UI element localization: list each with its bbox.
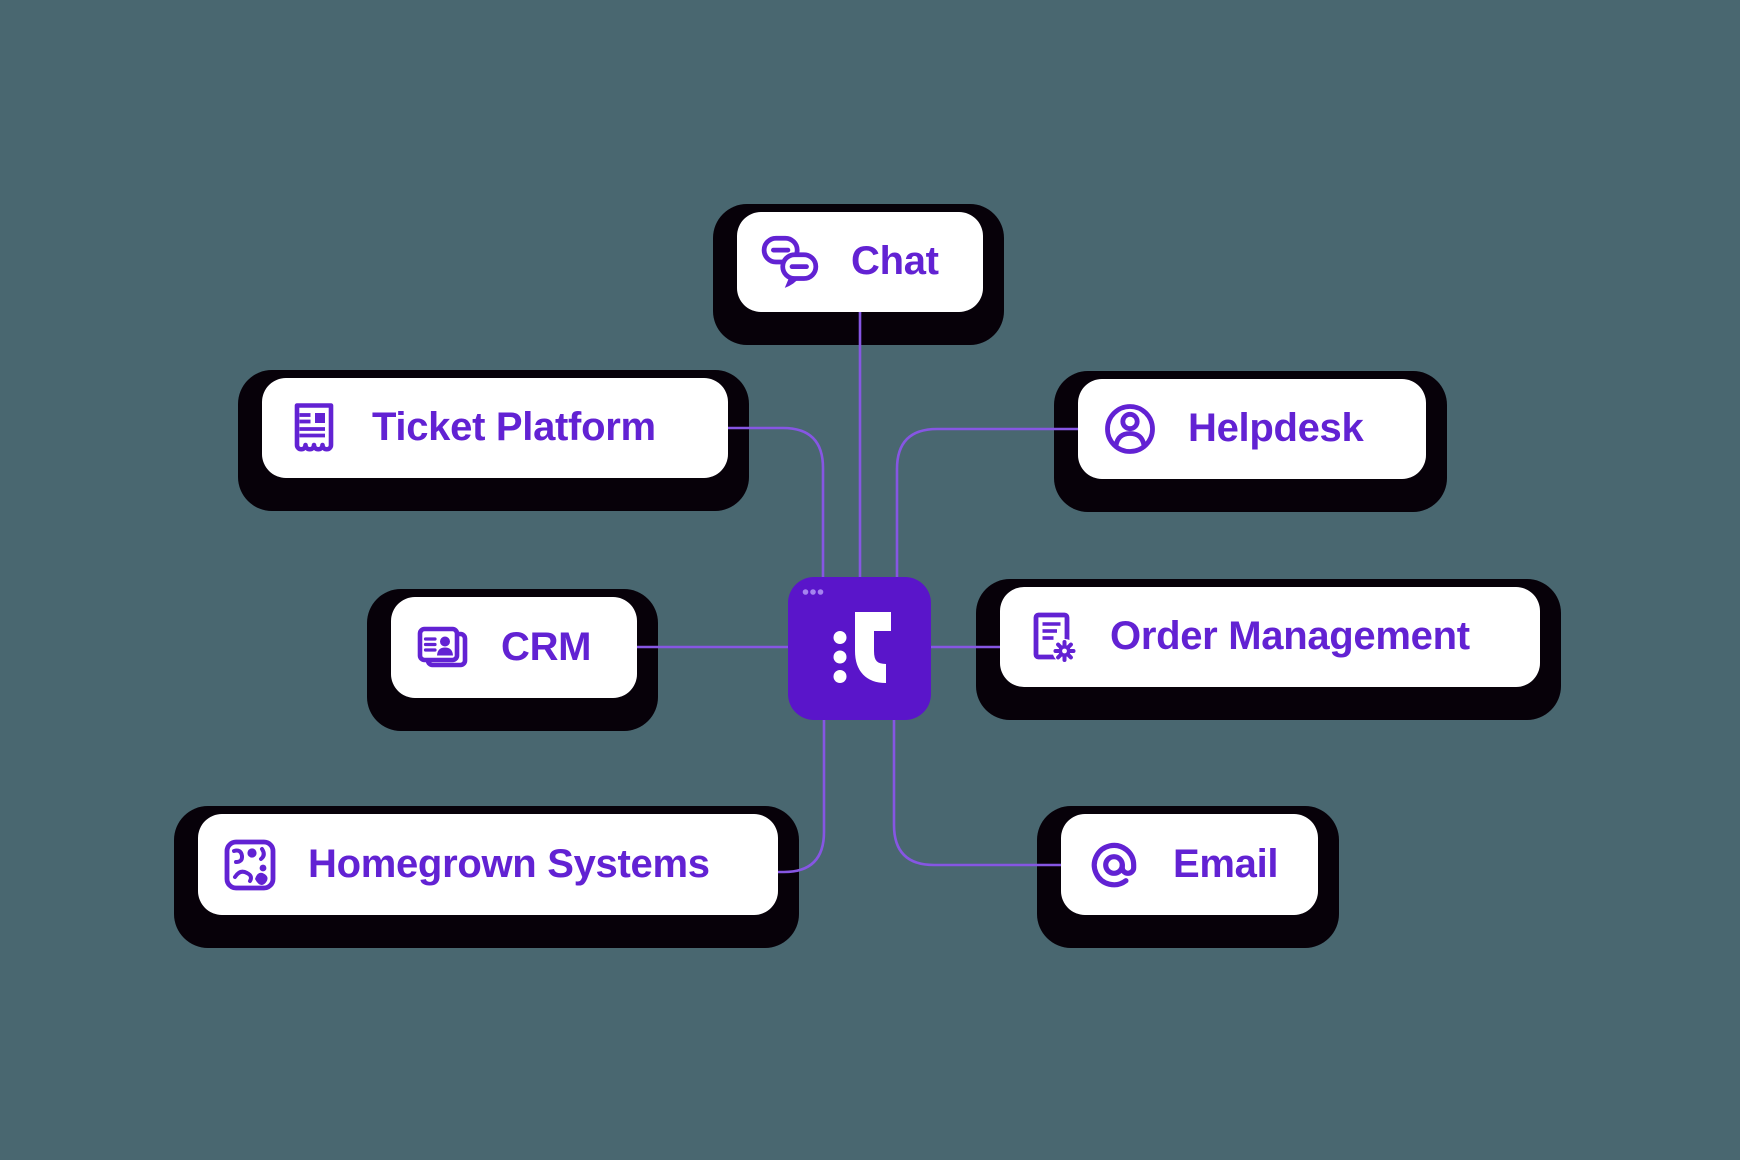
- receipt-ticket-icon: [286, 400, 342, 456]
- document-gear-icon: [1024, 609, 1080, 665]
- t-logo: [802, 589, 891, 683]
- integration-card-order-management: Order Management: [1000, 587, 1540, 687]
- at-sign-icon: [1085, 836, 1143, 894]
- contact-card-icon: [415, 620, 471, 676]
- connector-ticket: [718, 426, 825, 578]
- integration-card-email: Email: [1061, 814, 1318, 915]
- card-label: Chat: [851, 239, 939, 283]
- custom-system-icon: [222, 837, 278, 893]
- logo-t: [855, 612, 891, 683]
- card-label: Ticket Platform: [372, 405, 656, 449]
- integration-card-homegrown-systems: Homegrown Systems: [198, 814, 778, 915]
- logo-dots: [833, 631, 847, 683]
- card-label: Homegrown Systems: [308, 841, 710, 886]
- hub-window-dots: [802, 589, 824, 595]
- integration-card-crm: CRM: [391, 597, 637, 698]
- integration-card-helpdesk: Helpdesk: [1078, 379, 1426, 479]
- connector-email: [892, 719, 1062, 867]
- connector-homegrown: [778, 719, 826, 874]
- card-label: Email: [1173, 841, 1279, 886]
- card-label: Order Management: [1110, 614, 1470, 658]
- talkdesk-hub: [788, 577, 931, 720]
- connector-helpdesk: [895, 427, 1078, 578]
- chat-bubbles-icon: [761, 234, 821, 290]
- integration-card-ticket-platform: Ticket Platform: [262, 378, 728, 478]
- card-label: CRM: [501, 624, 592, 669]
- integration-card-chat: Chat: [737, 212, 983, 312]
- card-label: Helpdesk: [1188, 406, 1364, 450]
- person-circle-icon: [1102, 401, 1158, 457]
